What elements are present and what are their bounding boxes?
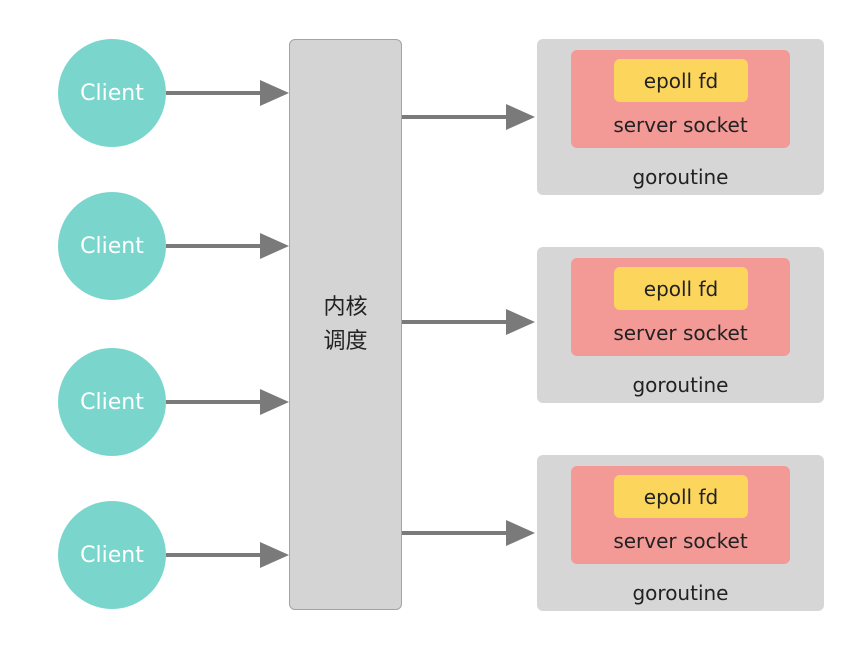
- server-socket-label: server socket: [613, 529, 748, 553]
- kernel-scheduler: 内核调度: [289, 39, 402, 610]
- arrowhead-goroutine-2: [506, 309, 535, 335]
- epoll-fd-label: epoll fd: [643, 68, 719, 93]
- server-socket-box: epoll fd server socket: [571, 258, 790, 356]
- arrowhead-client-2: [260, 233, 289, 259]
- client-label: Client: [80, 542, 144, 568]
- client-node-3: Client: [58, 348, 166, 456]
- arrowhead-client-1: [260, 80, 289, 106]
- arrowhead-goroutine-1: [506, 104, 535, 130]
- epoll-fd-label: epoll fd: [643, 484, 719, 509]
- server-socket-box: epoll fd server socket: [571, 50, 790, 148]
- server-socket-box: epoll fd server socket: [571, 466, 790, 564]
- goroutine-box-2: epoll fd server socket goroutine: [537, 247, 824, 403]
- goroutine-label: goroutine: [632, 373, 729, 397]
- client-node-1: Client: [58, 39, 166, 147]
- kernel-label: 内核调度: [323, 294, 368, 354]
- epoll-fd-box: epoll fd: [614, 267, 748, 310]
- goroutine-box-3: epoll fd server socket goroutine: [537, 455, 824, 611]
- epoll-fd-box: epoll fd: [614, 475, 748, 518]
- arrowhead-goroutine-3: [506, 520, 535, 546]
- goroutine-label: goroutine: [632, 165, 729, 189]
- client-label: Client: [80, 389, 144, 415]
- arrowhead-client-4: [260, 542, 289, 568]
- goroutine-label: goroutine: [632, 581, 729, 605]
- server-socket-label: server socket: [613, 113, 748, 137]
- client-label: Client: [80, 233, 144, 259]
- epoll-fd-label: epoll fd: [643, 276, 719, 301]
- arrowhead-client-3: [260, 389, 289, 415]
- client-node-4: Client: [58, 501, 166, 609]
- goroutine-box-1: epoll fd server socket goroutine: [537, 39, 824, 195]
- client-label: Client: [80, 80, 144, 106]
- client-node-2: Client: [58, 192, 166, 300]
- epoll-fd-box: epoll fd: [614, 59, 748, 102]
- server-socket-label: server socket: [613, 321, 748, 345]
